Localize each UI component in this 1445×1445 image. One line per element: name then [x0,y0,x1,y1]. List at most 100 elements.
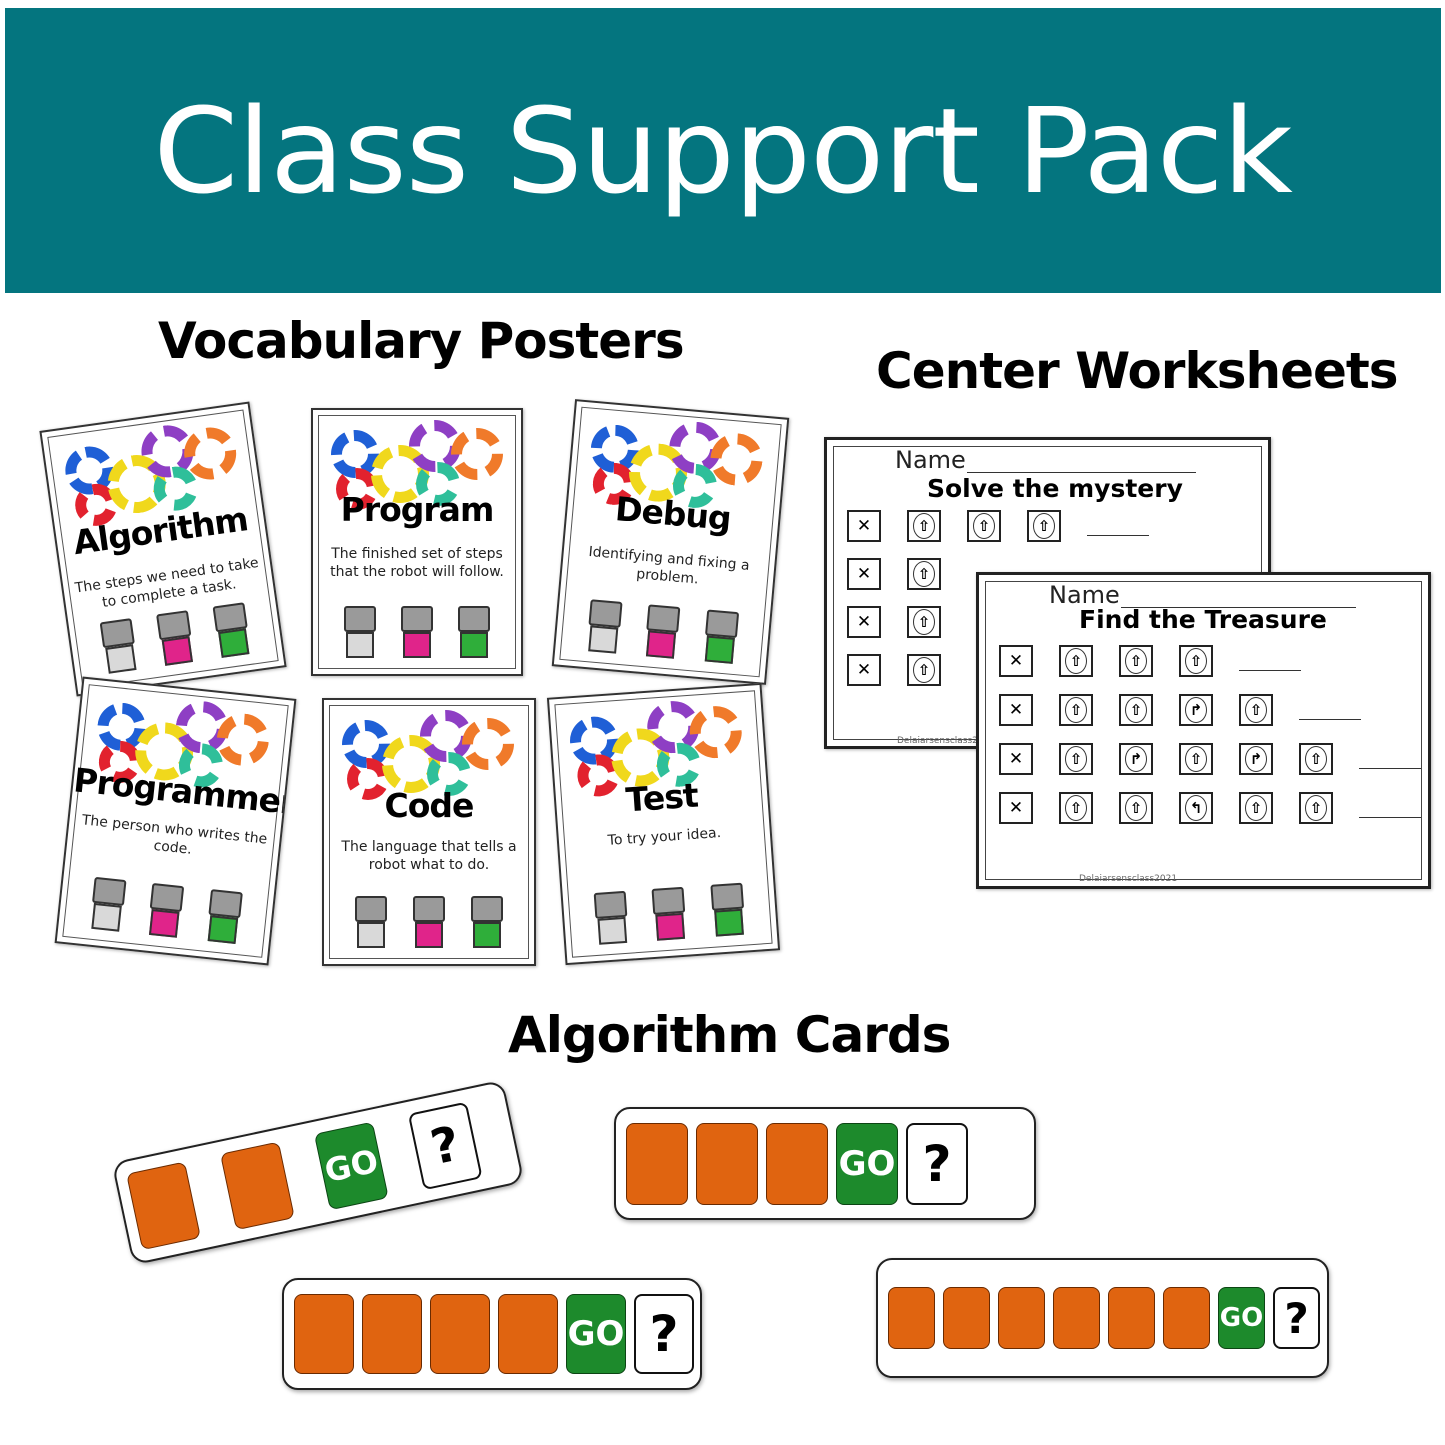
robot-icon [407,890,451,954]
turn-command-icon: ↱ [1119,743,1153,775]
gear-icon [347,758,389,800]
orange-step-slot [219,1141,295,1230]
up-command-icon: ⇧ [1059,792,1093,824]
orange-step-slot [766,1122,828,1205]
orange-step-slot [1108,1287,1155,1349]
title-banner: Class Support Pack [5,8,1441,293]
up-command-icon: ⇧ [1239,694,1273,726]
answer-line [1239,645,1301,671]
robot-icon [349,890,393,954]
poster-word: Code [384,786,475,825]
answer-line [1299,694,1361,720]
up-command-icon: ⇧ [907,654,941,686]
x-command-icon: ✕ [847,606,881,638]
up-command-icon: ⇧ [1179,743,1213,775]
robot-icon [465,890,509,954]
gears-illustration [342,710,517,805]
up-command-icon: ⇧ [1119,792,1153,824]
orange-step-slot [888,1287,935,1349]
up-command-icon: ⇧ [1179,645,1213,677]
command-row: ✕ ⇧ ↱ ⇧ ↱ ⇧ [999,743,1421,775]
orange-step-slot [498,1294,558,1374]
center-worksheets-heading: Center Worksheets [876,342,1399,400]
robots-illustration [580,870,759,952]
up-command-icon: ⇧ [907,558,941,590]
go-slot: GO [836,1122,898,1205]
robot-icon [638,598,687,666]
turn-command-icon: ↱ [1179,694,1213,726]
poster-border [329,705,529,959]
up-command-icon: ⇧ [1027,510,1061,542]
credit: Delaiarsensclass2021 [1079,874,1178,884]
up-command-icon: ⇧ [1059,694,1093,726]
up-command-icon: ⇧ [1059,645,1093,677]
page-title: Class Support Pack [153,81,1294,220]
robots-illustration [342,884,516,954]
x-command-icon: ✕ [847,654,881,686]
x-command-icon: ✕ [999,645,1033,677]
orange-step-slot [362,1294,422,1374]
poster-description: The language that tells a robot what to … [341,839,517,873]
name-line [1121,607,1356,608]
algorithm-card: GO? [282,1278,702,1390]
up-command-icon: ⇧ [1299,743,1333,775]
orange-step-slot [430,1294,490,1374]
gear-icon [416,462,460,506]
question-slot: ? [1273,1287,1320,1349]
poster-description: The finished set of steps that the robot… [330,546,504,580]
gears-illustration [331,420,506,515]
turn-command-icon: ↱ [1239,743,1273,775]
vocabulary-posters-heading: Vocabulary Posters [158,312,685,370]
robot-icon [395,600,439,664]
gear-icon [427,752,471,796]
robot-icon [199,882,249,950]
poster-border [318,415,516,669]
go-slot: GO [566,1294,626,1374]
orange-step-slot [125,1160,201,1250]
robot-icon [93,611,145,681]
question-slot: ? [407,1101,483,1190]
up-command-icon: ⇧ [907,606,941,638]
up-command-icon: ⇧ [1119,694,1153,726]
robot-icon [704,876,752,943]
command-row: ✕⇧ [847,654,941,686]
answer-line [1087,510,1149,536]
robot-icon [587,884,635,951]
robot-icon [646,880,694,947]
go-slot: GO [313,1121,389,1210]
robot-icon [149,603,201,673]
robot-icon [696,603,745,671]
orange-step-slot [1053,1287,1100,1349]
x-command-icon: ✕ [847,558,881,590]
go-slot: GO [1218,1287,1265,1349]
algorithm-card: GO? [111,1079,525,1266]
poster-word: Program [340,490,495,529]
gear-icon [336,468,378,510]
x-command-icon: ✕ [999,792,1033,824]
credit: Delaiarsensclass2021 [897,736,996,746]
x-command-icon: ✕ [999,694,1033,726]
orange-step-slot [294,1294,354,1374]
robot-icon [206,595,258,665]
robot-icon [580,593,629,661]
orange-step-slot [998,1287,1045,1349]
command-row: ✕⇧⇧⇧ [847,510,1149,542]
name-label: Name [1049,581,1120,609]
x-command-icon: ✕ [999,743,1033,775]
up-command-icon: ⇧ [1059,743,1093,775]
up-command-icon: ⇧ [1299,792,1333,824]
up-command-icon: ⇧ [907,510,941,542]
answer-line [1359,743,1421,769]
up-command-icon: ⇧ [1119,645,1153,677]
robot-icon [83,870,133,938]
gear-icon [451,428,503,480]
name-line [967,472,1196,473]
left-command-icon: ↰ [1179,792,1213,824]
command-row: ✕⇧⇧↰⇧⇧ [999,792,1421,824]
robot-icon [452,600,496,664]
